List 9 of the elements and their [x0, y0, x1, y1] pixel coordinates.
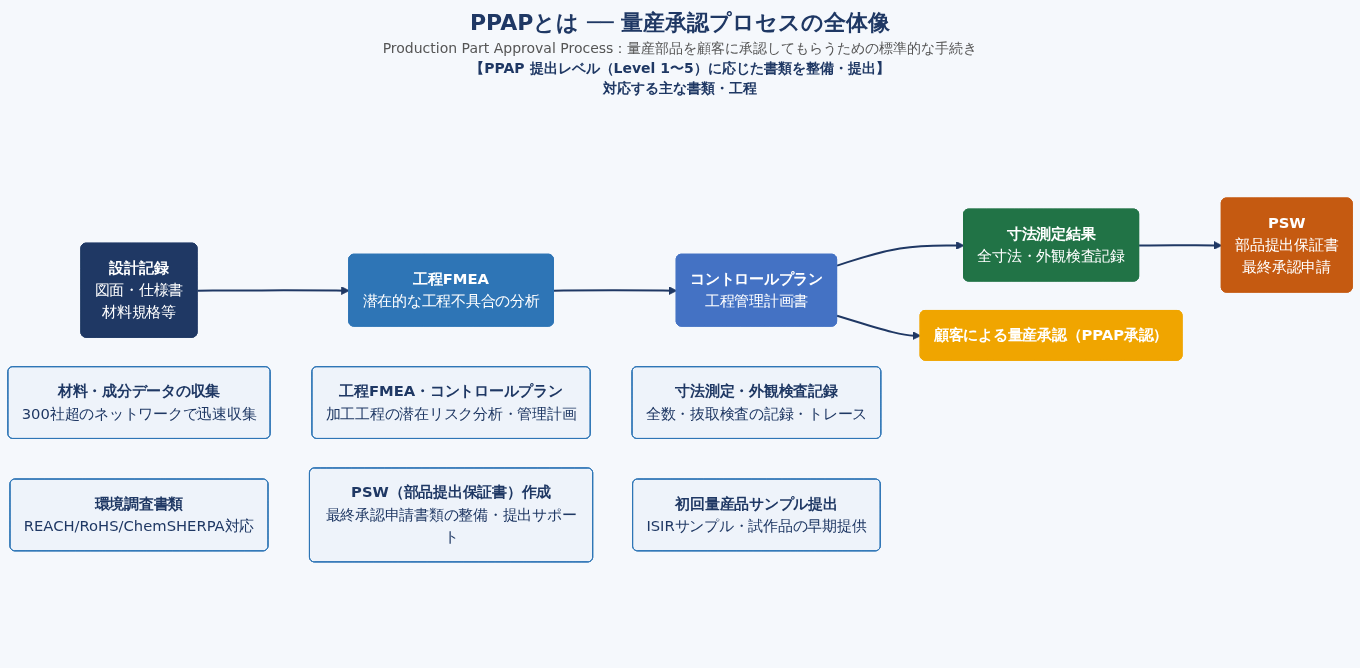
- subtitle: 【PPAP 提出レベル（Level 1〜5）に応じた書類を整備・提出】: [469, 60, 891, 78]
- arrow: [836, 314, 922, 340]
- subtitle: Production Part Approval Process：量産部品を顧客に承認してもらうための標準的な手続き: [381, 40, 979, 58]
- arrow: [196, 286, 350, 295]
- title: PPAPとは ── 量産承認プロセスの全体像: [468, 9, 892, 37]
- arrow: [836, 241, 965, 267]
- arrow: [552, 286, 678, 295]
- section-heading: 対応する主な書類・工程: [602, 80, 758, 98]
- arrow: [1138, 241, 1223, 250]
